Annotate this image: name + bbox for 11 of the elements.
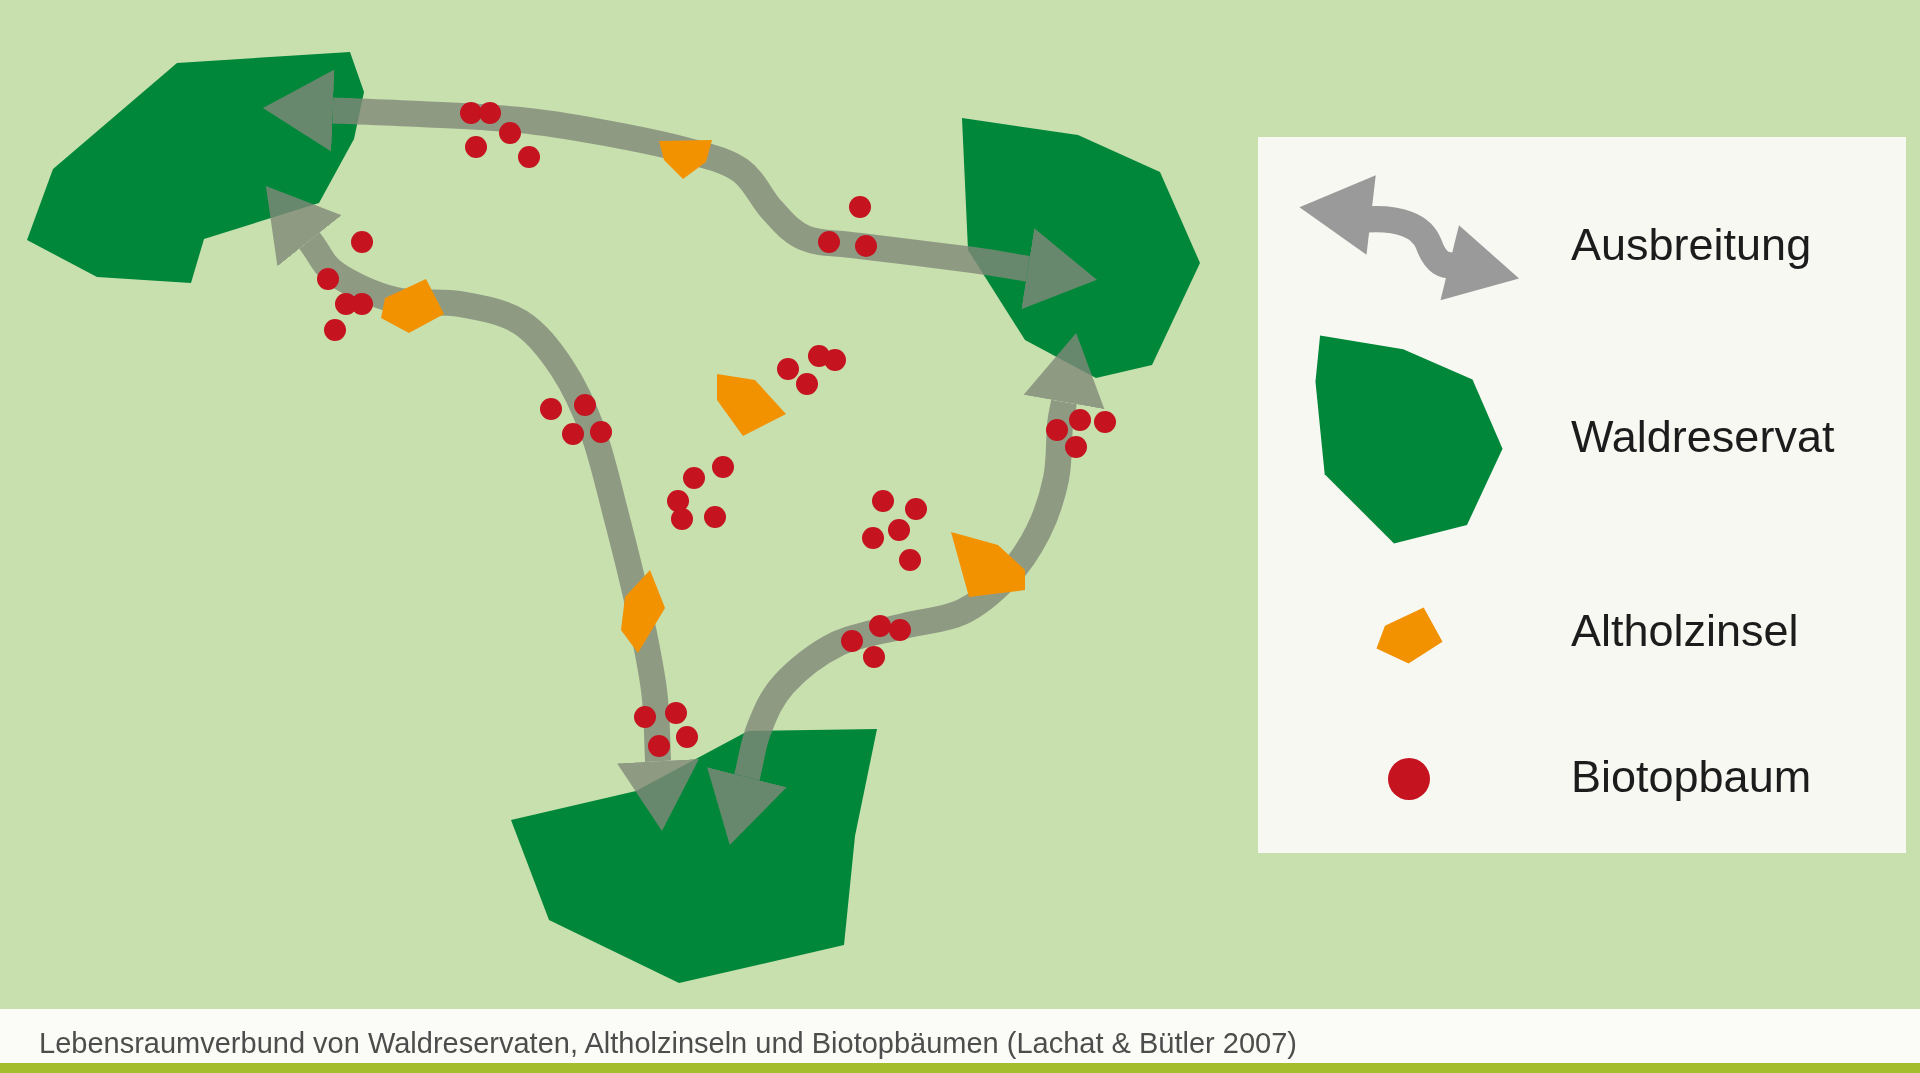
curved-arrow	[262, 69, 1097, 310]
legend-label: Waldreservat	[1571, 410, 1835, 464]
caption: Lebensraumverbund von Waldreservaten, Altholzinseln und Biotopbäumen (Lachat & Bütler 2007)	[39, 1026, 1297, 1060]
legend-label: Altholzinsel	[1571, 604, 1799, 658]
forest-reserve-polygon	[511, 729, 877, 983]
legend-label: Biotopbaum	[1571, 750, 1812, 804]
forest-reserve-polygon	[962, 118, 1200, 378]
curved-arrow	[267, 185, 700, 832]
forest-reserve-polygon	[27, 52, 364, 283]
legend-label: Ausbreitung	[1571, 218, 1812, 272]
curved-arrow	[707, 333, 1105, 846]
